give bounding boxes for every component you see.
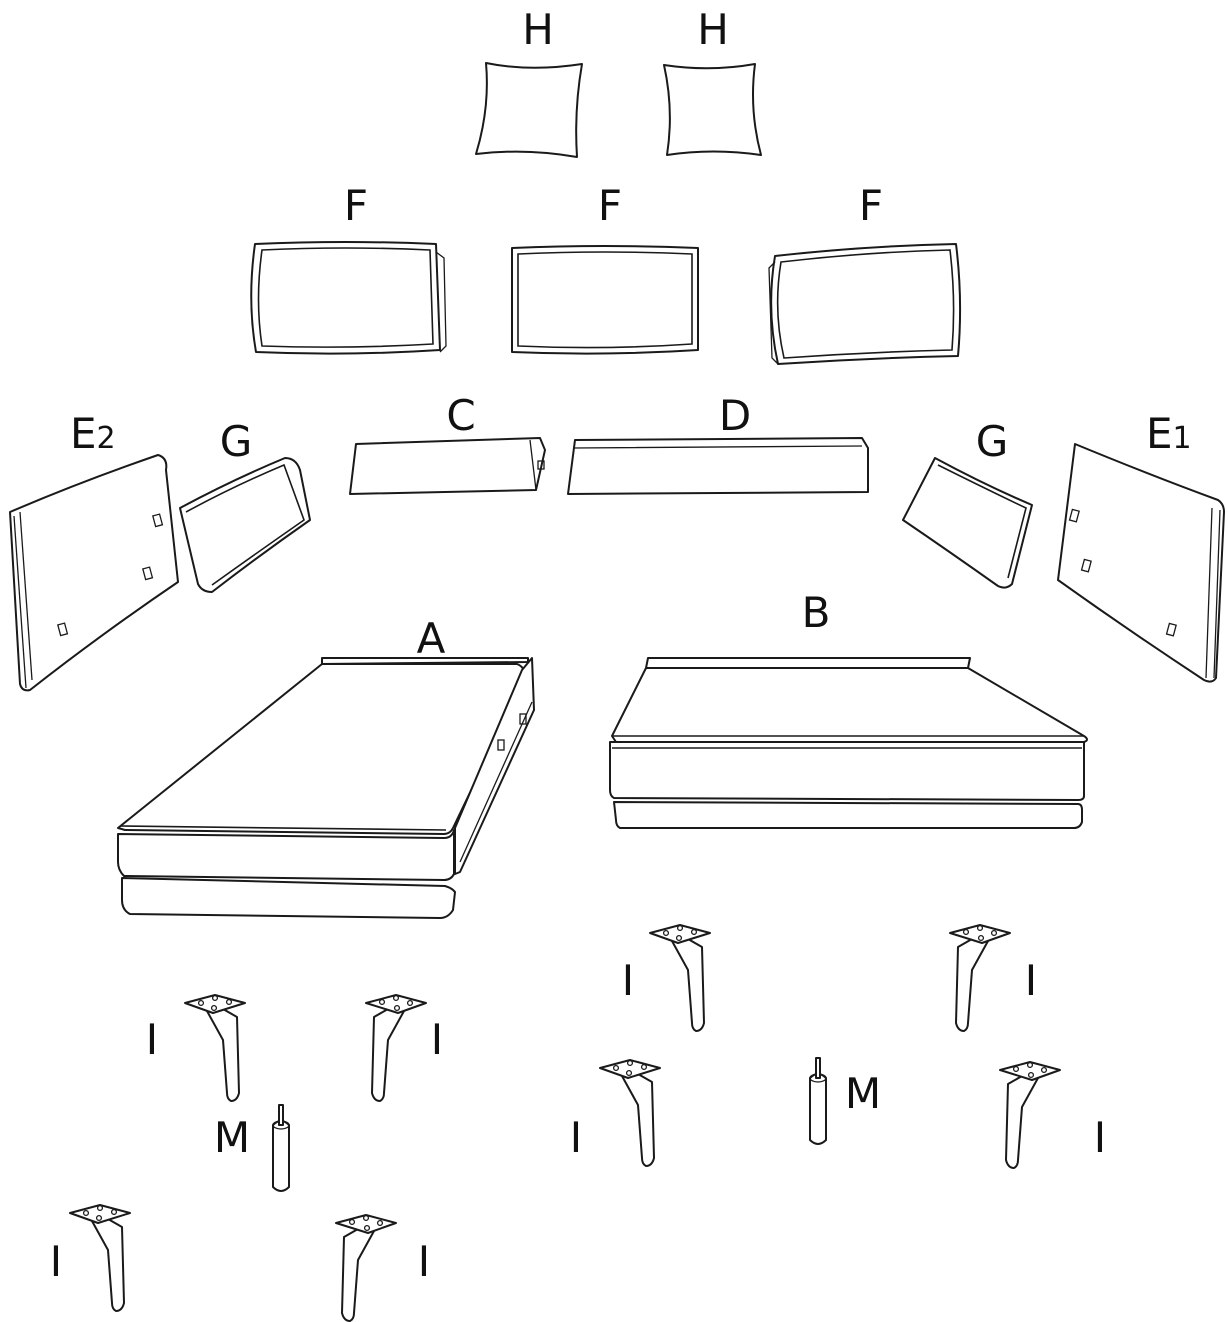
armrest-cushion-g-left	[179, 457, 311, 593]
label-e2: E2	[70, 409, 116, 458]
label-i-b3: I	[570, 1113, 582, 1162]
back-cushion-f-left	[250, 241, 447, 355]
leg-i-b2	[949, 924, 1011, 1032]
leg-i-a3	[69, 1204, 131, 1312]
label-i-a4: I	[418, 1237, 430, 1286]
label-m-b: M	[845, 1069, 881, 1118]
label-e1: E1	[1146, 409, 1192, 458]
leg-i-b4	[999, 1061, 1061, 1169]
label-a: A	[417, 614, 446, 663]
leg-i-b3	[599, 1059, 661, 1167]
seat-module-b	[609, 657, 1088, 829]
back-cushion-f-mid	[511, 245, 699, 355]
label-e2-sub: 2	[97, 421, 116, 456]
pillow-h-left	[475, 62, 583, 158]
label-h-right: H	[697, 5, 729, 54]
leg-i-a4	[335, 1214, 397, 1322]
leg-i-b1	[649, 924, 711, 1032]
label-m-a: M	[214, 1113, 250, 1162]
bolster-c	[349, 437, 546, 495]
back-panel-e1	[1057, 443, 1225, 683]
label-c: C	[446, 391, 475, 440]
label-i-b1: I	[622, 956, 634, 1005]
label-f-right: F	[859, 181, 883, 230]
back-panel-e2	[9, 454, 179, 692]
label-e1-sub: 1	[1173, 421, 1192, 456]
label-f-left: F	[344, 181, 368, 230]
label-d: D	[719, 391, 751, 440]
label-h-left: H	[522, 5, 554, 54]
armrest-cushion-g-right	[902, 457, 1033, 589]
seat-module-a	[117, 657, 535, 919]
leg-i-a2	[365, 994, 427, 1102]
label-e2-letter: E	[70, 409, 97, 458]
bolster-d	[567, 437, 869, 495]
label-i-a1: I	[146, 1015, 158, 1064]
pillow-h-right	[663, 63, 762, 156]
label-g-right: G	[976, 417, 1009, 466]
leg-m-a	[272, 1104, 290, 1192]
label-b: B	[802, 588, 831, 637]
label-i-b2: I	[1025, 956, 1037, 1005]
leg-m-b	[809, 1057, 827, 1145]
leg-i-a1	[184, 994, 246, 1102]
label-i-b4: I	[1094, 1113, 1106, 1162]
label-f-mid: F	[598, 181, 622, 230]
label-e1-letter: E	[1146, 409, 1173, 458]
label-i-a2: I	[431, 1015, 443, 1064]
label-i-a3: I	[50, 1237, 62, 1286]
label-g-left: G	[220, 417, 253, 466]
back-cushion-f-right	[768, 243, 962, 365]
